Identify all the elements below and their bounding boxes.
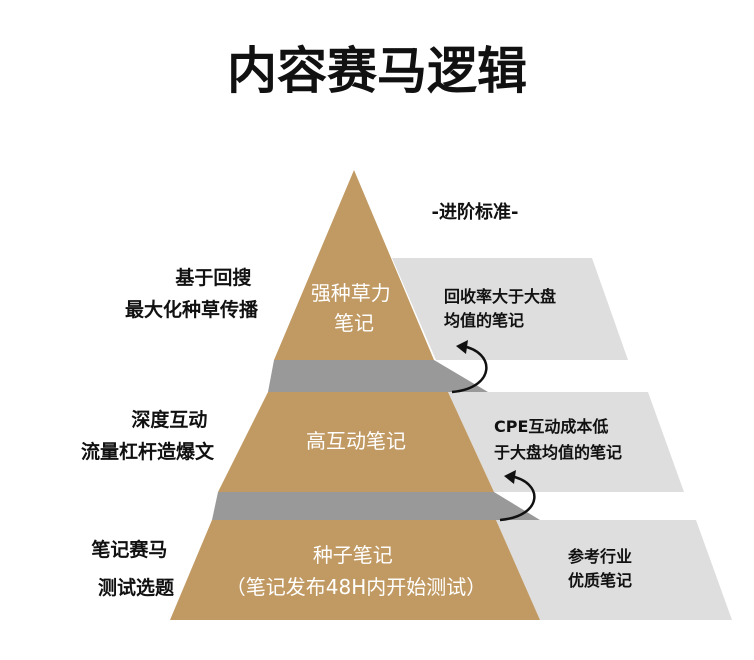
criteria-panel-middle [448,392,684,492]
tier-label-middle: 高互动笔记 [306,429,406,453]
tier-connector-upper [268,360,488,392]
pyramid-tier-bottom [170,520,540,620]
tier-connector-lower [212,492,540,520]
advance-arrow-lower-icon [499,474,536,522]
pyramid-tier-top [274,170,434,360]
advance-arrow-lower-head [504,470,516,484]
tier-left-desc-top: 基于回搜 最大化种草传播 [125,266,259,321]
tier-criteria-top: 回收率大于大盘 均值的笔记 [444,287,562,330]
tier-criteria-bottom: 参考行业 优质笔记 [568,547,638,590]
advance-arrow-upper-head [456,340,468,354]
advance-arrow-upper-icon [451,344,488,394]
criteria-panel-bottom [496,520,732,620]
page-title: 内容赛马逻辑 [227,42,527,100]
criteria-header: -进阶标准- [432,201,519,223]
tier-label-bottom: 种子笔记 （笔记发布48H内开始测试） [226,543,487,599]
tier-label-top: 强种草力 笔记 [311,281,397,335]
tier-left-desc-middle: 深度互动 流量杠杆造爆文 [81,408,215,463]
pyramid-tier-middle [218,392,494,492]
tier-left-desc-bottom: 笔记赛马 测试选题 [91,538,174,599]
tier-criteria-middle: CPE互动成本低 于大盘均值的笔记 [494,417,622,462]
criteria-panel-top [392,258,628,360]
